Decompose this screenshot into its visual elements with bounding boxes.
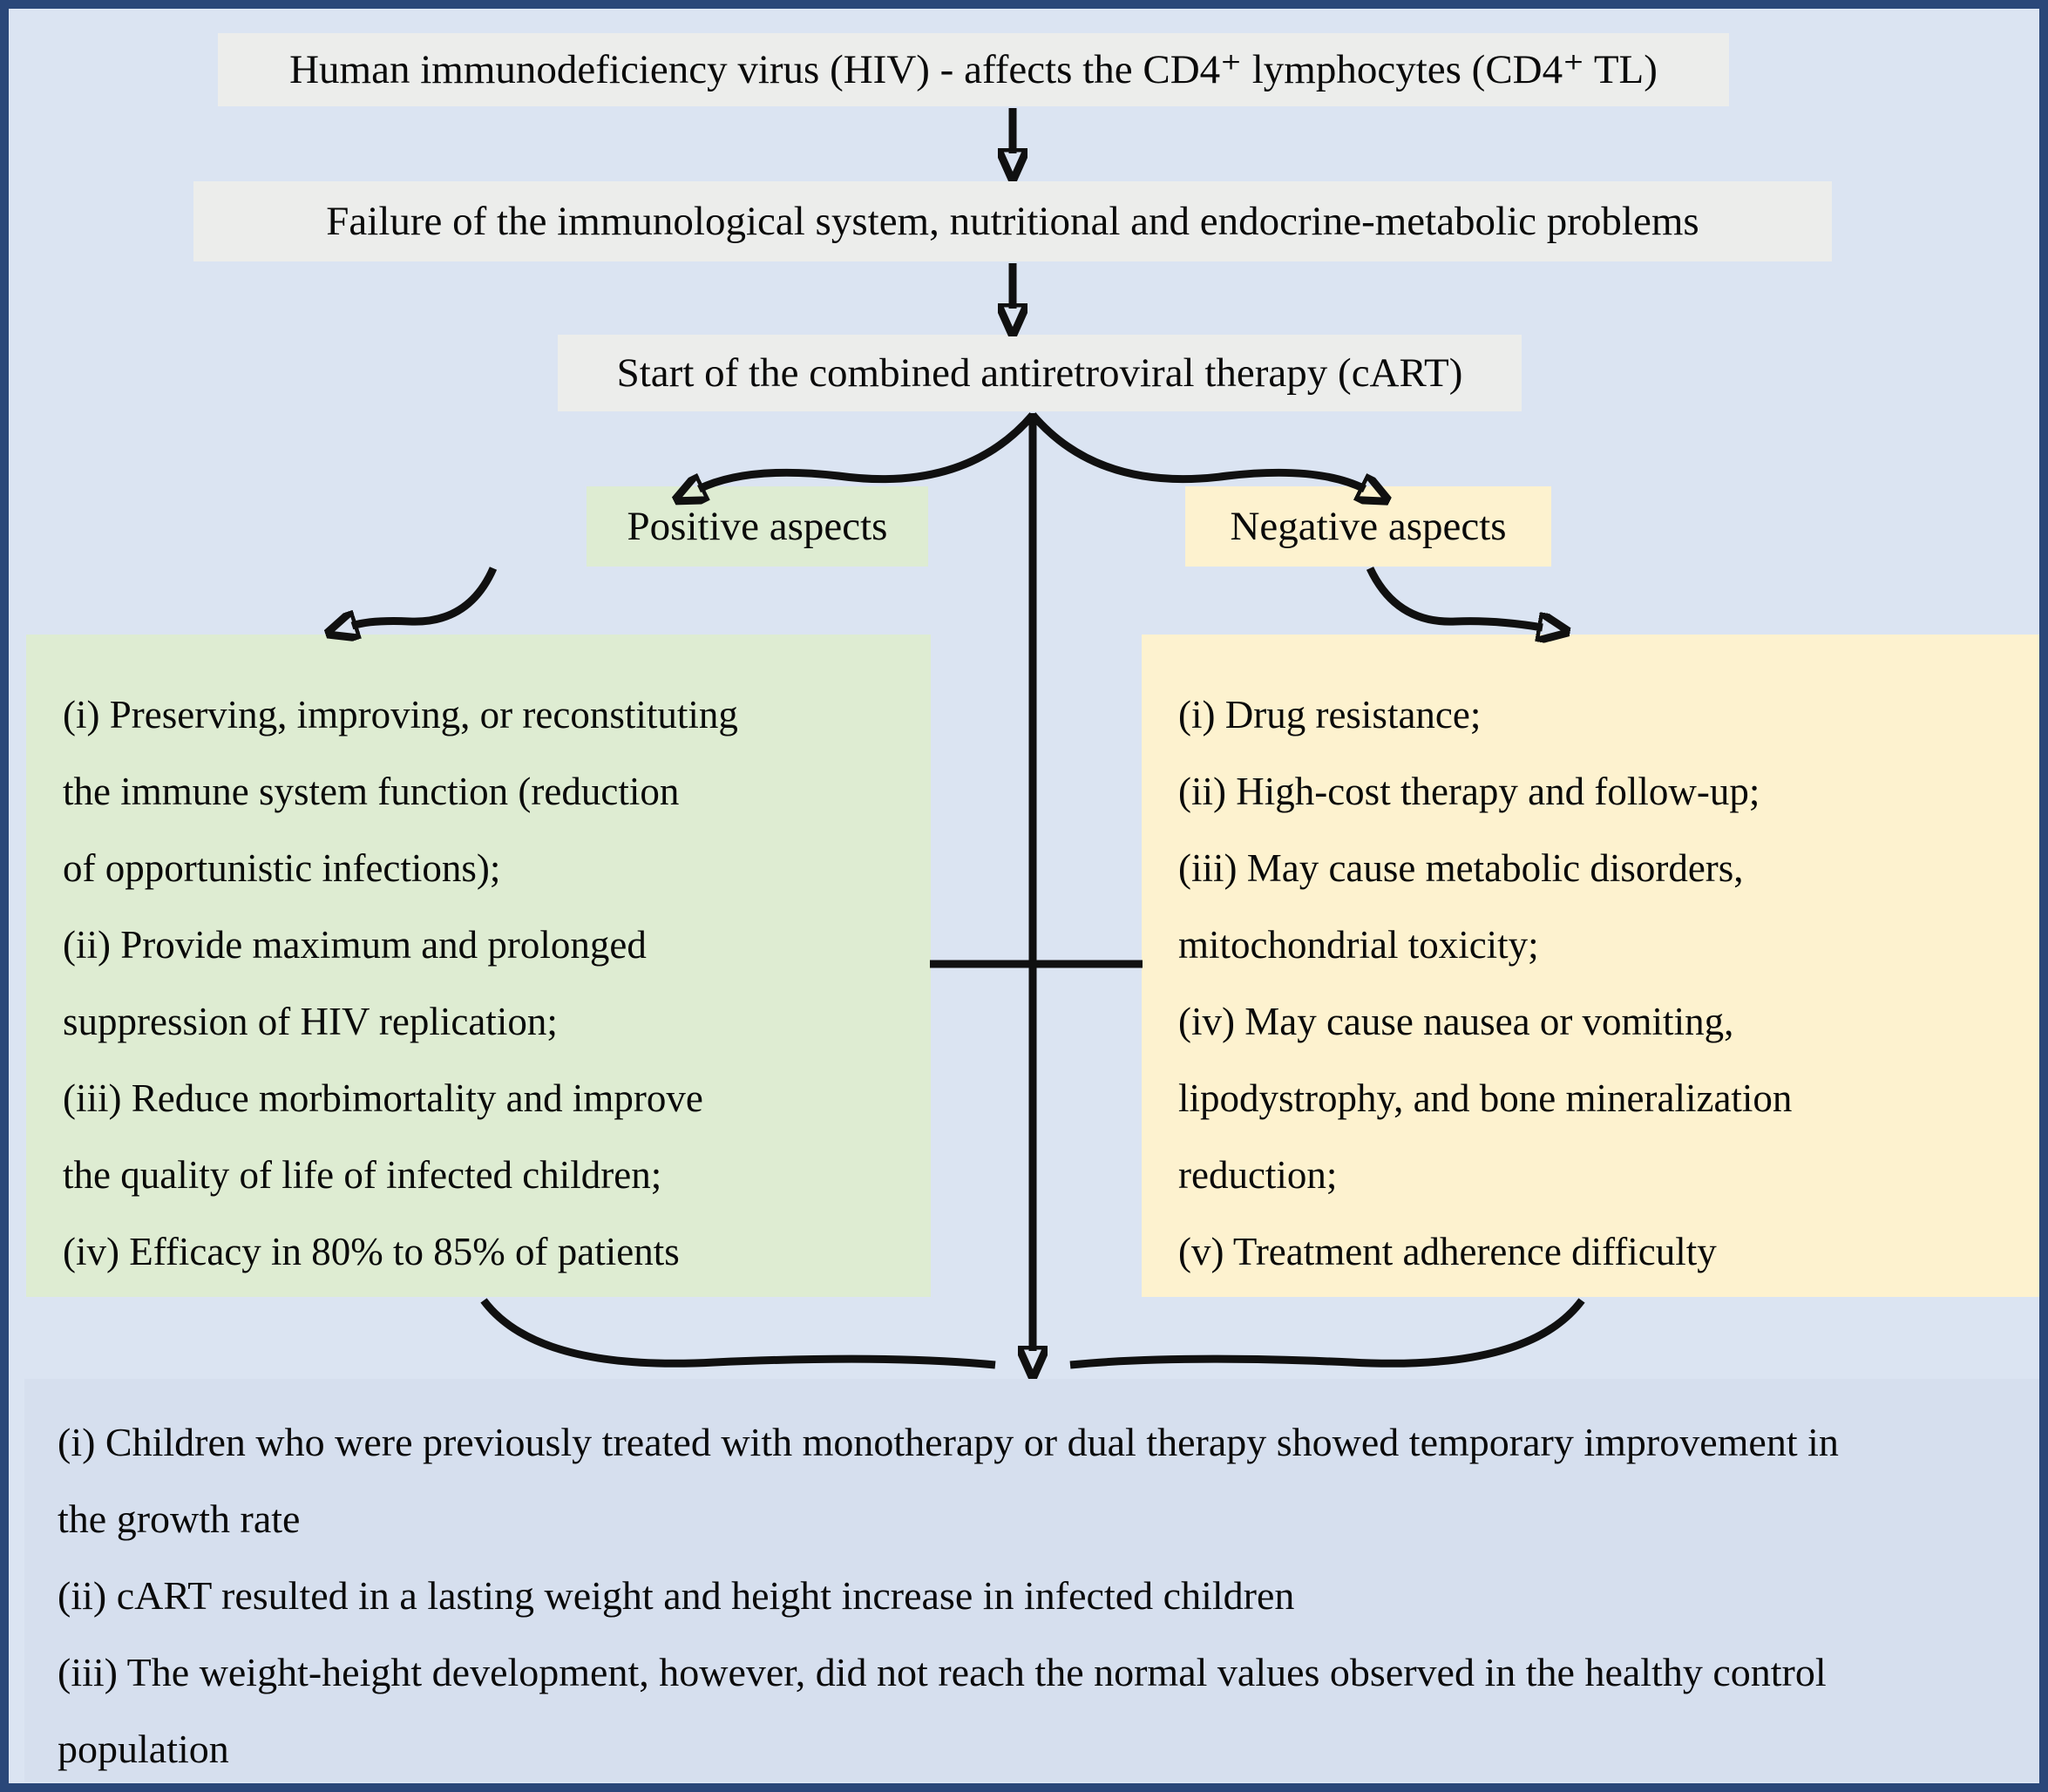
outcomes-box: (i) Children who were previously treated… <box>24 1379 2039 1782</box>
positive-line: of opportunistic infections); <box>63 846 501 890</box>
outcome-line: the growth rate <box>58 1496 301 1541</box>
outcome-line: population <box>58 1726 229 1771</box>
positive-aspects-label: Positive aspects <box>587 486 928 567</box>
outcome-line: (ii) cART resulted in a lasting weight a… <box>58 1572 1295 1618</box>
negative-line: mitochondrial toxicity; <box>1178 923 1539 967</box>
outcome-line: (iii) The weight-height development, how… <box>58 1649 1827 1694</box>
hiv-box-text: Human immunodeficiency virus (HIV) - aff… <box>289 46 1658 92</box>
positive-line: the quality of life of infected children… <box>63 1153 662 1197</box>
failure-box: Failure of the immunological system, nut… <box>193 181 1832 261</box>
failure-box-text: Failure of the immunological system, nut… <box>326 198 1699 244</box>
negative-line: (iv) May cause nausea or vomiting, <box>1178 1000 1734 1043</box>
negative-aspects-label: Negative aspects <box>1185 486 1551 567</box>
arrow-negative-label-to-box <box>1366 567 1543 628</box>
negative-line: (v) Treatment adherence difficulty <box>1178 1230 1717 1273</box>
negative-line: lipodystrophy, and bone mineralization <box>1178 1076 1793 1120</box>
cart-box: Start of the combined antiretroviral the… <box>558 335 1522 411</box>
negative-aspects-box: (i) Drug resistance; (ii) High-cost ther… <box>1142 635 2039 1297</box>
arrow-cart-to-negative-label <box>1029 412 1365 489</box>
positive-line: the immune system function (reduction <box>63 770 680 813</box>
negative-line: (i) Drug resistance; <box>1178 693 1482 736</box>
negative-line: reduction; <box>1178 1153 1338 1197</box>
positive-line: suppression of HIV replication; <box>63 1000 558 1043</box>
positive-line: (iv) Efficacy in 80% to 85% of patients <box>63 1230 680 1273</box>
positive-aspects-label-text: Positive aspects <box>627 504 888 549</box>
negative-aspects-label-text: Negative aspects <box>1230 504 1507 549</box>
hiv-box: Human immunodeficiency virus (HIV) - aff… <box>218 33 1729 106</box>
positive-line: (i) Preserving, improving, or reconstitu… <box>63 693 738 736</box>
negative-line: (ii) High-cost therapy and follow-up; <box>1178 770 1760 813</box>
positive-line: (iii) Reduce morbimortality and improve <box>63 1076 703 1120</box>
curve-negative-to-outcomes <box>1069 1298 1585 1369</box>
outcome-line: (i) Children who were previously treated… <box>58 1419 1839 1464</box>
positive-line: (ii) Provide maximum and prolonged <box>63 923 647 967</box>
negative-line: (iii) May cause metabolic disorders, <box>1178 846 1744 890</box>
arrow-cart-to-positive-label <box>699 412 1036 489</box>
cart-box-text: Start of the combined antiretroviral the… <box>616 350 1463 396</box>
positive-aspects-box: (i) Preserving, improving, or reconstitu… <box>26 635 931 1297</box>
curve-positive-to-outcomes <box>480 1298 996 1369</box>
arrow-positive-label-to-box <box>352 567 498 626</box>
